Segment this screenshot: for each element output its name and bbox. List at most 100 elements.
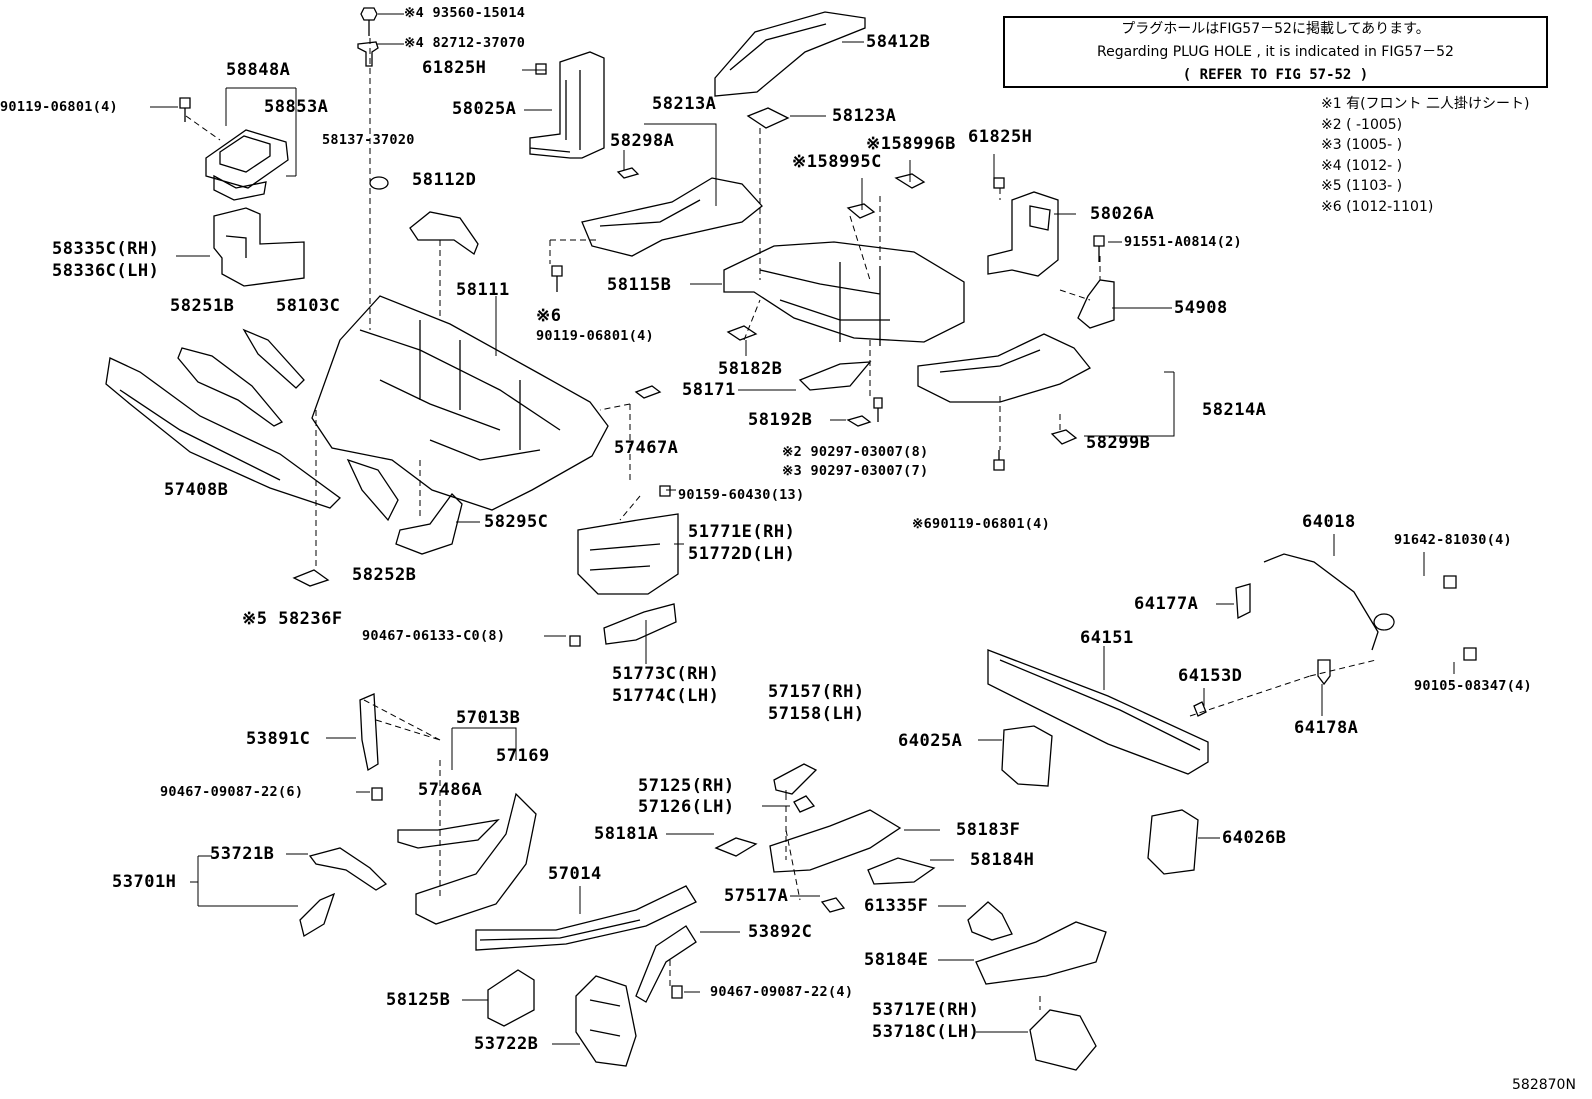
label-90105[interactable]: 90105-08347(4) [1414,678,1532,694]
label-58295C[interactable]: 58295C [484,512,549,532]
label-64018[interactable]: 64018 [1302,512,1356,532]
label-58137[interactable]: 58137-37020 [322,132,415,148]
label-58214A[interactable]: 58214A [1202,400,1267,420]
label-58995C[interactable]: ※158995C [792,152,882,172]
label-90159[interactable]: 90159-60430(13) [678,487,805,503]
part-58112D [409,211,479,256]
label-64026B[interactable]: 64026B [1222,828,1287,848]
legend: ※1 有(フロント 二人掛けシート) ※2 ( -1005) ※3 (1005-… [1321,94,1529,217]
label-58111[interactable]: 58111 [456,280,510,300]
label-90297-b[interactable]: ※3 90297-03007(7) [782,463,929,479]
label-61825H-a[interactable]: 61825H [422,58,487,78]
label-61825H-b[interactable]: 61825H [968,127,1033,147]
label-57158[interactable]: 57158(LH) [768,704,865,724]
label-58112D[interactable]: 58112D [412,170,477,190]
label-91551[interactable]: 91551-A0814(2) [1124,234,1242,250]
label-58171[interactable]: 58171 [682,380,736,400]
label-53892C[interactable]: 53892C [748,922,813,942]
label-57169[interactable]: 57169 [496,746,550,766]
label-58252B[interactable]: 58252B [352,565,417,585]
label-58181A[interactable]: 58181A [594,824,659,844]
label-64178A[interactable]: 64178A [1294,718,1359,738]
label-58299B[interactable]: 58299B [1086,433,1151,453]
label-90119-a[interactable]: 90119-06801(4) [0,99,118,115]
label-57126[interactable]: 57126(LH) [638,797,735,817]
label-64177A[interactable]: 64177A [1134,594,1199,614]
label-57467A[interactable]: 57467A [614,438,679,458]
label-64025A[interactable]: 64025A [898,731,963,751]
label-58025A[interactable]: 58025A [452,99,517,119]
label-58192B[interactable]: 58192B [748,410,813,430]
label-57157[interactable]: 57157(RH) [768,682,865,702]
note-line-en: Regarding PLUG HOLE , it is indicated in… [1097,44,1454,60]
label-57408B[interactable]: 57408B [164,480,229,500]
label-58251B[interactable]: 58251B [170,296,235,316]
note-box: プラグホールはFIG57－52に掲載してあります。 Regarding PLUG… [1003,16,1548,88]
label-58184H[interactable]: 58184H [970,850,1035,870]
label-58996B[interactable]: ※158996B [866,134,956,154]
part-58412B [714,11,866,97]
label-58848A[interactable]: 58848A [226,60,291,80]
label-93560[interactable]: ※4 93560-15014 [404,5,526,21]
label-61335F[interactable]: 61335F [864,896,929,916]
label-58103C[interactable]: 58103C [276,296,341,316]
label-90467-b[interactable]: 90467-09087-22(6) [160,784,304,800]
part-64177A [1235,583,1251,620]
plug-58137-icon [369,176,389,190]
label-57486A[interactable]: 57486A [418,780,483,800]
label-64153D[interactable]: 64153D [1178,666,1243,686]
label-82712[interactable]: ※4 82712-37070 [404,35,526,51]
label-58213A[interactable]: 58213A [652,94,717,114]
label-53701H[interactable]: 53701H [112,872,177,892]
label-58184E[interactable]: 58184E [864,950,929,970]
label-58853A[interactable]: 58853A [264,97,329,117]
label-53718C[interactable]: 53718C(LH) [872,1022,980,1042]
label-51772D[interactable]: 51772D(LH) [688,544,796,564]
label-53722B[interactable]: 53722B [474,1034,539,1054]
label-53717E[interactable]: 53717E(RH) [872,1000,980,1020]
label-58125B[interactable]: 58125B [386,990,451,1010]
legend-item: ※5 (1103- ) [1321,178,1403,194]
label-58298A[interactable]: 58298A [610,131,675,151]
label-90297-a[interactable]: ※2 90297-03007(8) [782,444,929,460]
part-58251B [177,347,284,427]
part-58213A [581,177,763,257]
label-58026A[interactable]: 58026A [1090,204,1155,224]
part-53717E [1029,1009,1097,1071]
label-51771E[interactable]: 51771E(RH) [688,522,796,542]
clip-82712-icon [357,41,379,67]
part-58182B [726,325,758,341]
label-51773C[interactable]: 51773C(RH) [612,664,720,684]
label-57013B[interactable]: 57013B [456,708,521,728]
label-57517A[interactable]: 57517A [724,886,789,906]
part-57486A [397,819,500,849]
label-53721B[interactable]: 53721B [210,844,275,864]
label-54908[interactable]: 54908 [1174,298,1228,318]
label-51774C[interactable]: 51774C(LH) [612,686,720,706]
label-58336C[interactable]: 58336C(LH) [52,261,160,281]
label-58123A[interactable]: 58123A [832,106,897,126]
label-91642[interactable]: 91642-81030(4) [1394,532,1512,548]
part-58171 [798,361,872,391]
label-58182B[interactable]: 58182B [718,359,783,379]
label-53891C[interactable]: 53891C [246,729,311,749]
label-90119-c[interactable]: ※690119-06801(4) [912,516,1051,532]
label-57125[interactable]: 57125(RH) [638,776,735,796]
part-57014 [475,885,697,951]
label-90467-c[interactable]: 90467-09087-22(4) [710,984,854,1000]
label-90119-b[interactable]: 90119-06801(4) [536,328,654,344]
legend-item: ※3 (1005- ) [1321,137,1403,153]
label-58183F[interactable]: 58183F [956,820,1021,840]
label-58115B[interactable]: 58115B [607,275,672,295]
part-58123A [746,107,790,129]
label-58335C[interactable]: 58335C(RH) [52,239,160,259]
label-57014[interactable]: 57014 [548,864,602,884]
label-90467-a[interactable]: 90467-06133-C0(8) [362,628,506,644]
label-58236F[interactable]: ※5 58236F [242,609,343,629]
label-58412B[interactable]: 58412B [866,32,931,52]
note-line-jp: プラグホールはFIG57－52に掲載してあります。 [1121,21,1430,37]
bolt-90297-icon [873,397,883,422]
label-64151[interactable]: 64151 [1080,628,1134,648]
part-53721B [308,847,388,891]
